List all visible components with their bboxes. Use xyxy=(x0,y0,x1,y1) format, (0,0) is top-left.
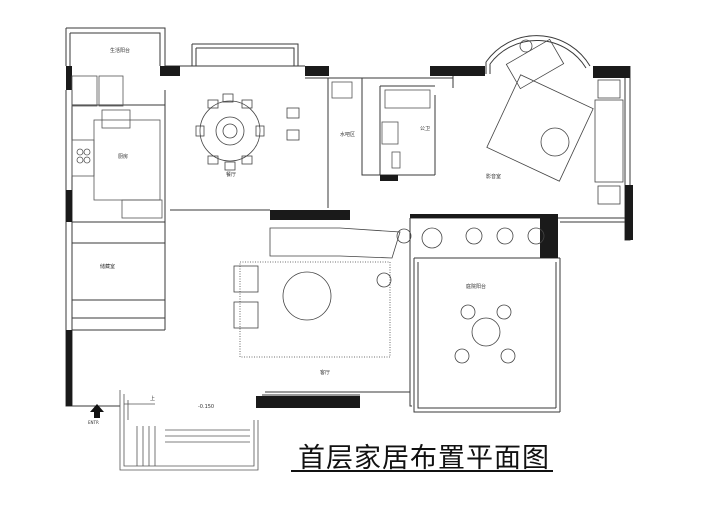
label-water-bar: 水吧区 xyxy=(340,131,355,138)
elevation-mark: -0.150 xyxy=(198,404,214,410)
label-storage: 储藏室 xyxy=(100,263,115,270)
label-dining: 餐厅 xyxy=(226,171,236,178)
plan-title: 首层家居布置平面图 xyxy=(298,443,550,474)
label-kitchen: 厨房 xyxy=(118,153,128,160)
label-garden-balcony: 庭院阳台 xyxy=(466,283,486,290)
entrance-label: ENTR xyxy=(88,420,99,425)
entrance-arrow-icon xyxy=(90,404,104,418)
label-media-room: 影音室 xyxy=(486,173,501,180)
label-living: 客厅 xyxy=(320,369,330,376)
title-underline xyxy=(291,470,553,472)
stair-up-mark: 上 xyxy=(150,395,155,402)
label-laundry-balcony: 生活阳台 xyxy=(110,47,130,54)
label-bathroom: 公卫 xyxy=(420,126,430,132)
